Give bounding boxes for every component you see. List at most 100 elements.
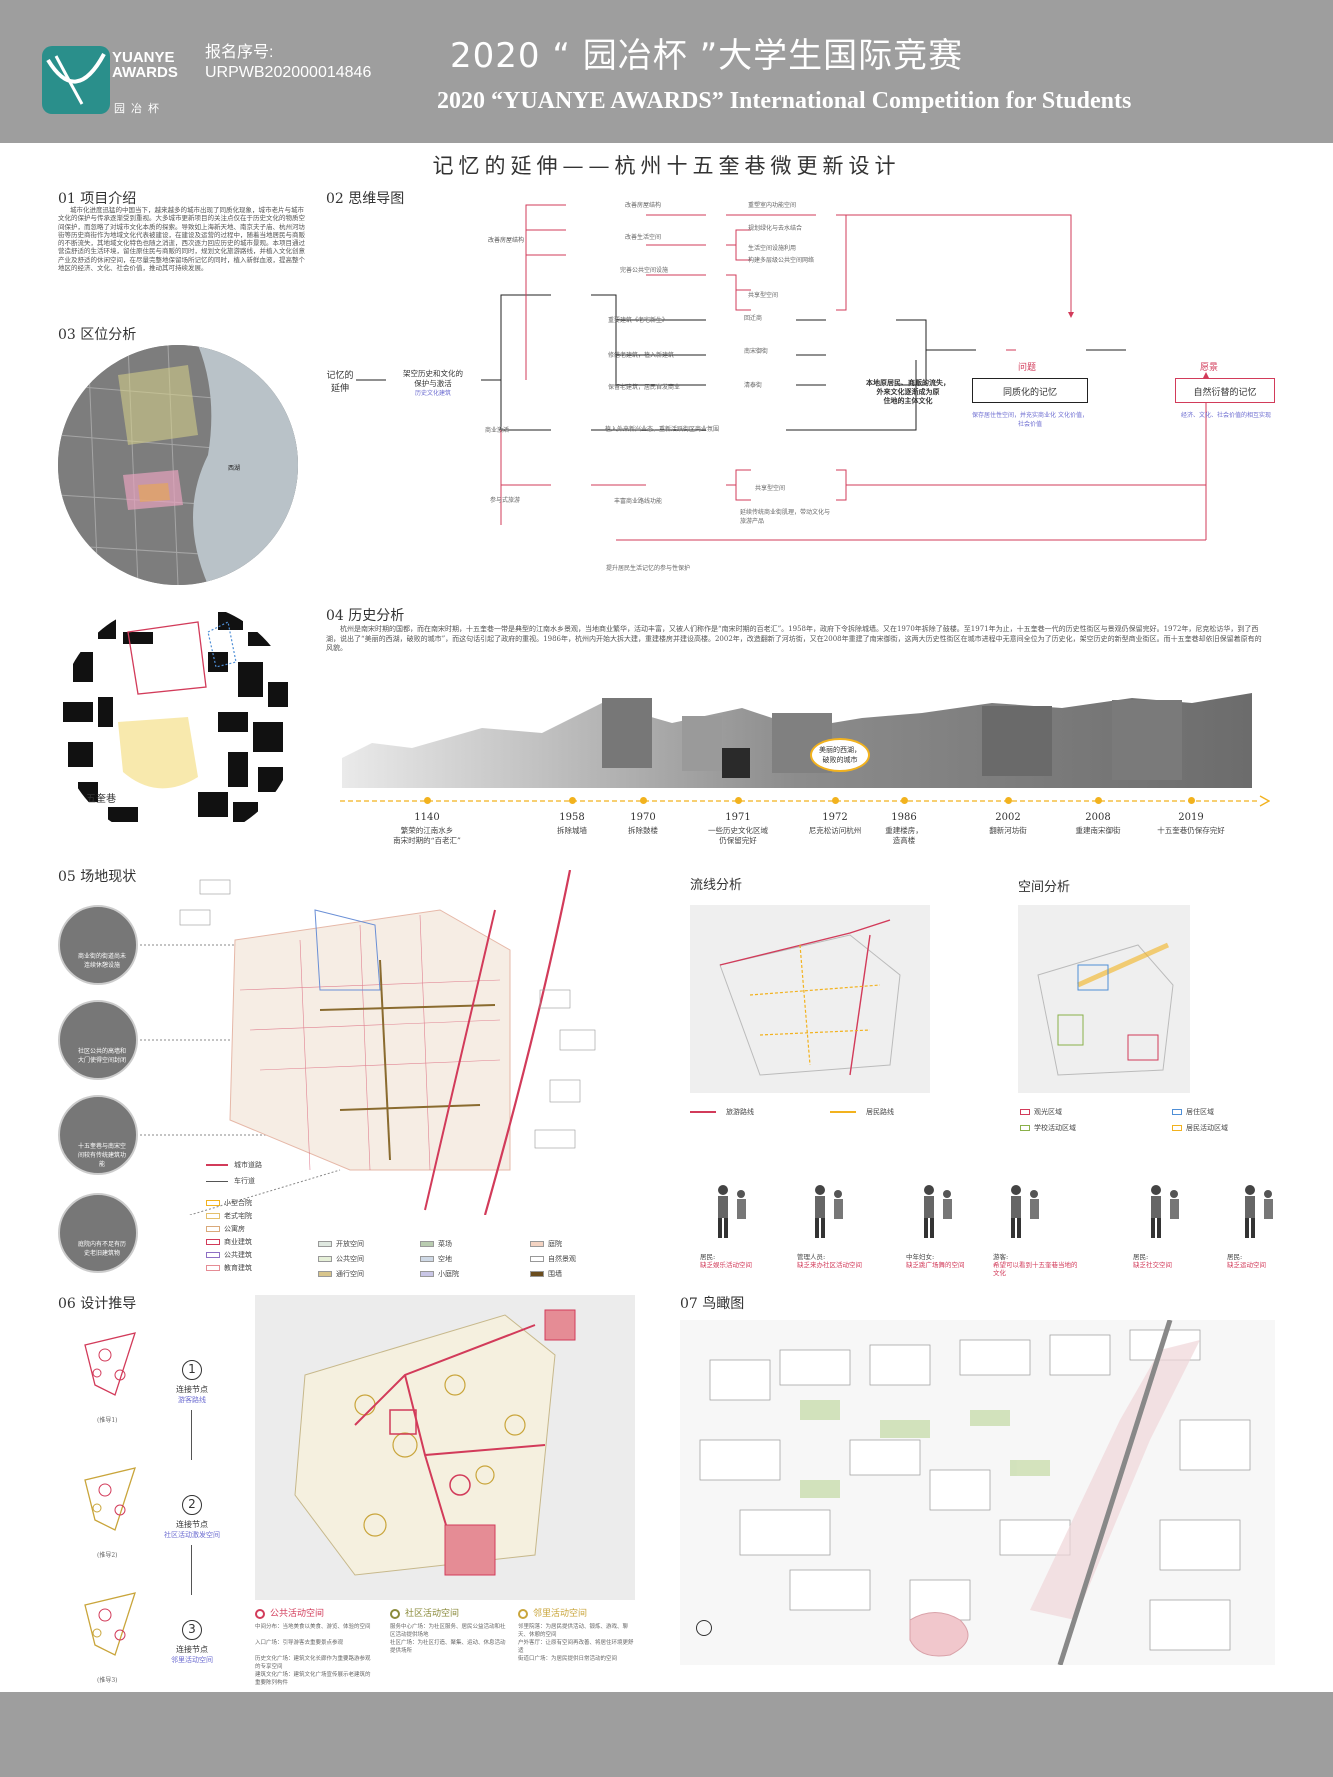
legend-space-item: 公共空间 (318, 1254, 364, 1264)
legend-road-label: 城市道路 (234, 1161, 262, 1169)
timeline-year: 1140 (414, 812, 440, 823)
person-figure (1138, 1180, 1188, 1240)
legend-circle-icon (518, 1608, 528, 1619)
legend-space-label: 空地 (438, 1255, 452, 1263)
mind-branch-8: 商业激活 (485, 427, 510, 434)
person-figure (705, 1180, 755, 1240)
timeline-year: 2008 (1085, 812, 1111, 823)
space-legend-item: 学校活动区域 (1020, 1123, 1076, 1133)
step-number-icon: 3 (182, 1620, 202, 1640)
timeline-dot (832, 797, 839, 804)
step-label-main: 连接节点 (176, 1645, 208, 1654)
legend-swatch (318, 1271, 332, 1277)
north-arrow-icon (696, 1620, 712, 1636)
mind-main-sub: 历史文化建筑 (414, 390, 451, 397)
legend-line-car: 车行道 (206, 1176, 255, 1186)
step-arrow (191, 1545, 192, 1595)
legend-building-label: 小型合院 (224, 1199, 252, 1207)
photo-note-3: 十五奎巷与南宋空间较有传统建筑功能 (77, 1143, 126, 1168)
legend-space-item: 小庭院 (420, 1269, 459, 1279)
section-03-title: 03 区位分析 (58, 327, 137, 343)
mind-branch-0: 改善房屋结构 (488, 237, 525, 244)
design-derivation-map (255, 1295, 635, 1600)
legend-swatch (1020, 1109, 1030, 1115)
mind-branch-4: 重要建筑《老宅新生》 (608, 317, 669, 324)
legend-circle-icon (390, 1608, 400, 1619)
legend-building-label: 商业建筑 (224, 1238, 252, 1246)
section-05-title: 05 场地现状 (58, 869, 137, 885)
legend-swatch (206, 1239, 220, 1245)
mind-leaf-4: 共享型空间 (748, 292, 779, 299)
legend-building-item: 教育建筑 (206, 1263, 252, 1273)
vision-sub: 经济、文化、社会价值的相互实现 (1180, 412, 1271, 419)
person-need: 缺乏来办社区活动空间 (797, 1261, 862, 1269)
site-plan-map (140, 870, 596, 1215)
section-07-title: 07 鸟瞰图 (680, 1296, 745, 1312)
legend-swatch (530, 1256, 544, 1262)
person-role: 中年妇女: (906, 1253, 935, 1261)
legend-swatch (530, 1271, 544, 1277)
legend-swatch (420, 1271, 434, 1277)
legend-swatch (420, 1256, 434, 1262)
logo-line2: AWARDS (112, 64, 178, 81)
timeline-desc: 十五奎巷仍保存完好 (1136, 826, 1246, 836)
timeline-desc: 翻新河坊街 (953, 826, 1063, 836)
mind-leaf-2: 生活空间设施利用 (748, 245, 797, 252)
step-label-main: 连接节点 (176, 1385, 208, 1394)
timeline-dot (640, 797, 647, 804)
legend-swatch (530, 1241, 544, 1247)
person-figure (1232, 1180, 1282, 1240)
timeline-desc-line1: 尼克松访问杭州 (808, 826, 862, 835)
photo-note-1: 商业街的街道尚未连续休憩设施 (77, 953, 126, 969)
legend-space-label: 自然景观 (548, 1255, 576, 1263)
person-role: 居民: (1227, 1253, 1243, 1261)
timeline-dot (735, 797, 742, 804)
timeline-dot (901, 797, 908, 804)
timeline-year: 1972 (822, 812, 848, 823)
timeline-desc-line1: 重建南宋御街 (1075, 826, 1121, 835)
design-legend-item: 建筑文化广场：建筑文化广场宣传展示老建筑的重要陈列构件 (255, 1672, 371, 1686)
photo-note-4: 庭院内有不足有历史老旧建筑物 (77, 1241, 126, 1257)
timeline-dot (569, 797, 576, 804)
design-legend-name: 邻里活动空间 (533, 1609, 588, 1619)
timeline-dot (424, 797, 431, 804)
person-caption: 管理人员:缺乏来办社区活动空间 (797, 1253, 887, 1269)
timeline-desc: 重建南宋御街 (1043, 826, 1153, 836)
derivation-sketch (75, 1585, 150, 1670)
timeline-desc-line1: 翻新河坊街 (989, 826, 1027, 835)
timeline-dot (1188, 797, 1195, 804)
person-figure (911, 1180, 961, 1240)
section-01-title: 01 项目介绍 (58, 191, 137, 207)
timeline-desc: 拆除城墙 (517, 826, 627, 836)
site-photo-4 (58, 1193, 138, 1273)
design-legend-name: 社区活动空间 (405, 1609, 460, 1619)
design-legend-head: 邻里活动空间 (518, 1606, 587, 1619)
mind-main-line2: 保护与激活 (414, 379, 452, 388)
person-role: 居民: (1133, 1253, 1149, 1261)
birds-eye-view (680, 1319, 1275, 1666)
legend-building-label: 教育建筑 (224, 1264, 252, 1272)
vision-box: 自然衍替的记忆 (1175, 378, 1275, 403)
mind-branch-3: 完善公共空间设施 (620, 267, 669, 274)
footer-banner (0, 1692, 1333, 1777)
section-02-title: 02 思维导图 (326, 191, 405, 207)
legend-swatch (420, 1241, 434, 1247)
mind-leaf-3: 构建多层级公共空间网络 (748, 257, 815, 264)
mind-leaf-5: 回迁商 (744, 315, 763, 322)
section-04-title: 04 历史分析 (326, 608, 405, 624)
design-legend-head: 公共活动空间 (255, 1606, 324, 1619)
step-label-sub: 游客路线 (178, 1396, 206, 1404)
legend-swatch (1172, 1125, 1182, 1131)
history-text: 杭州是南宋时期的国都，而在南宋时期，十五奎巷一带是典型的江南水乡景观，当地商业繁… (326, 625, 1262, 652)
mind-branch-11: 提升居民生活记忆的参与性保护 (606, 565, 691, 572)
legend-building-label: 公共建筑 (224, 1251, 252, 1259)
timeline-desc-line1: 重建楼房， (885, 826, 923, 835)
satellite-map: 西湖 (58, 345, 298, 585)
legend-space-label: 公共空间 (336, 1255, 364, 1263)
poster-title: 记忆的延伸——杭州十五奎巷微更新设计 (432, 154, 901, 178)
person-need: 缺乏运动空间 (1227, 1261, 1266, 1269)
step-label: 连接节点社区活动激发空间 (162, 1520, 222, 1540)
person-caption: 居民:缺乏娱乐活动空间 (700, 1253, 790, 1269)
timeline-year: 1986 (891, 812, 917, 823)
legend-building-label: 公寓房 (224, 1225, 245, 1233)
